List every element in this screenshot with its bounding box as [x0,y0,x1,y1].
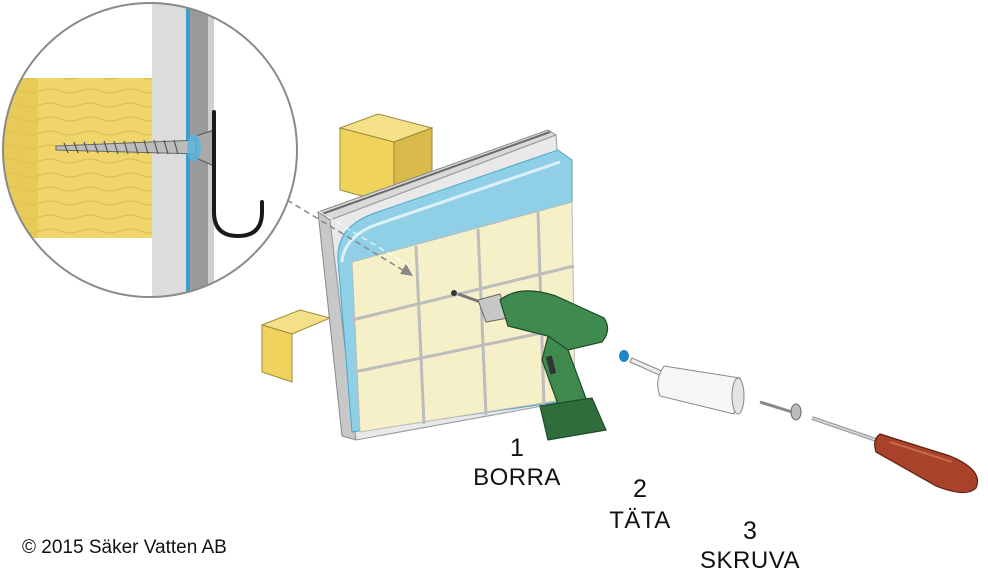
drill-hole [451,290,457,296]
wall-stud-lower [260,309,332,383]
step-2-label: TÄTA [609,507,671,534]
callout-arrow [286,195,413,276]
wall-panel [316,129,576,441]
step-3-number: 3 [743,517,757,545]
illustration [2,2,978,494]
hook-icon [212,110,264,239]
screw-icon [759,400,802,421]
copyright-notice: © 2015 Säker Vatten AB [22,537,227,558]
step-1-number: 1 [510,434,524,462]
zoom-detail [2,2,298,298]
step-3-label: SKRUVA [700,547,800,574]
drill-icon [457,290,609,441]
screw-detail [55,129,215,167]
sealant-tube-icon [619,350,745,415]
step-1-label: BORRA [473,464,561,491]
step-2-number: 2 [633,475,647,503]
screwdriver-icon [811,416,978,494]
